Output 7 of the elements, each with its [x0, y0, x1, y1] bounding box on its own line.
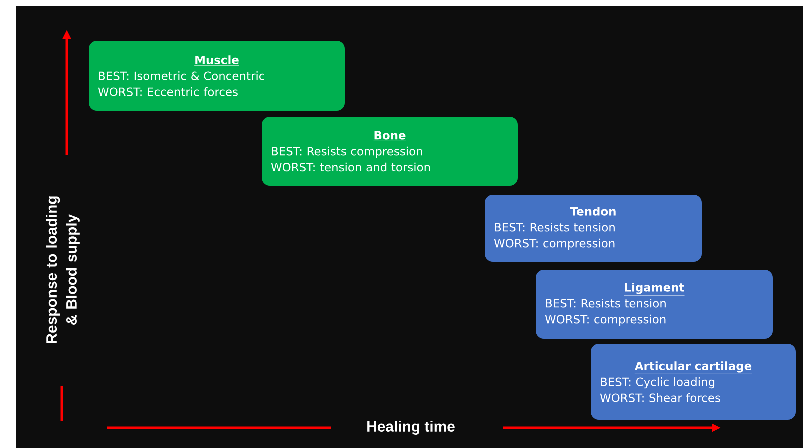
tissue-box: Ligament BEST: Resists tension WORST: compression — [536, 270, 773, 339]
tissue-box: Tendon BEST: Resists tension WORST: compression — [485, 194, 702, 262]
axis-title: Healing time — [368, 421, 455, 435]
tissue-box: Bone BEST: Resists compression WORST: tension and torsion — [262, 116, 518, 186]
axis-title: Response to loading & Blood supply — [46, 196, 80, 344]
tissue-box: Muscle BEST: Isometric & Concentric WORST: Eccentric forces — [89, 41, 345, 111]
tissue-box: Articular cartilage BEST: Cyclic loading WORST: Shear forces — [591, 344, 796, 420]
